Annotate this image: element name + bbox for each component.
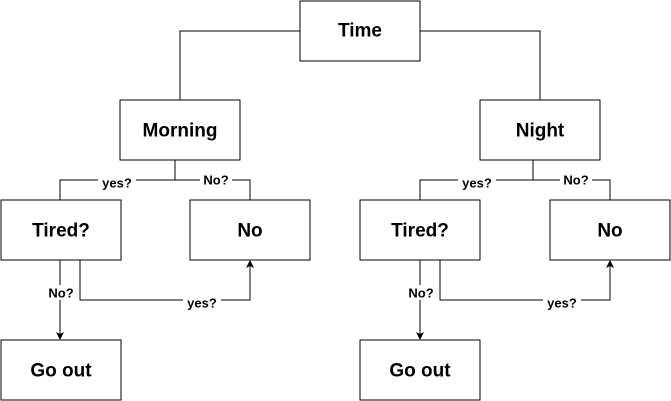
node-morning-no: No — [189, 199, 311, 261]
node-label: Time — [338, 21, 382, 42]
node-time: Time — [299, 0, 421, 62]
edge-label-text: No? — [48, 286, 73, 301]
edges — [56, 30, 614, 340]
node-label: Go out — [389, 361, 451, 382]
edge-label-night-tired-to-go-out: No? — [405, 285, 437, 301]
node-morning-go-out: Go out — [0, 339, 122, 401]
node-label: Tired? — [391, 221, 449, 242]
edge-labels: yes? No? No? yes? yes? No? No? yes? — [45, 173, 592, 311]
node-morning-tired: Tired? — [0, 199, 122, 261]
edge-label-text: yes? — [462, 176, 492, 191]
edge-label-night-tired-to-no: yes? — [543, 295, 581, 311]
node-night-tired: Tired? — [359, 199, 481, 261]
edge-label-text: yes? — [187, 296, 217, 311]
node-morning: Morning — [119, 99, 241, 161]
node-label: No — [597, 221, 622, 242]
node-night-no: No — [549, 199, 671, 261]
edge-label-morning-to-no: No? — [200, 173, 232, 188]
node-label: Go out — [30, 361, 92, 382]
node-label: Morning — [143, 121, 218, 142]
node-night: Night — [479, 99, 601, 161]
edge-label-text: No? — [408, 286, 433, 301]
edge-label-text: No? — [563, 173, 588, 188]
edge-time-to-night — [420, 30, 541, 100]
node-night-go-out: Go out — [359, 339, 481, 401]
node-label: Tired? — [32, 221, 90, 242]
edge-label-text: yes? — [547, 296, 577, 311]
edge-label-morning-tired-to-no: yes? — [183, 295, 221, 311]
edge-label-morning-to-tired: yes? — [98, 175, 136, 191]
node-label: Night — [516, 121, 565, 142]
edge-morning-tired-to-no — [79, 260, 254, 301]
edge-night-tired-to-no — [439, 260, 614, 301]
edge-label-night-to-tired: yes? — [458, 175, 496, 191]
node-label: No — [237, 221, 262, 242]
edge-time-to-morning — [179, 30, 300, 100]
edge-label-night-to-no: No? — [560, 173, 592, 188]
edge-label-text: No? — [203, 173, 228, 188]
edge-label-text: yes? — [102, 176, 132, 191]
edge-label-morning-tired-to-go-out: No? — [45, 285, 77, 301]
